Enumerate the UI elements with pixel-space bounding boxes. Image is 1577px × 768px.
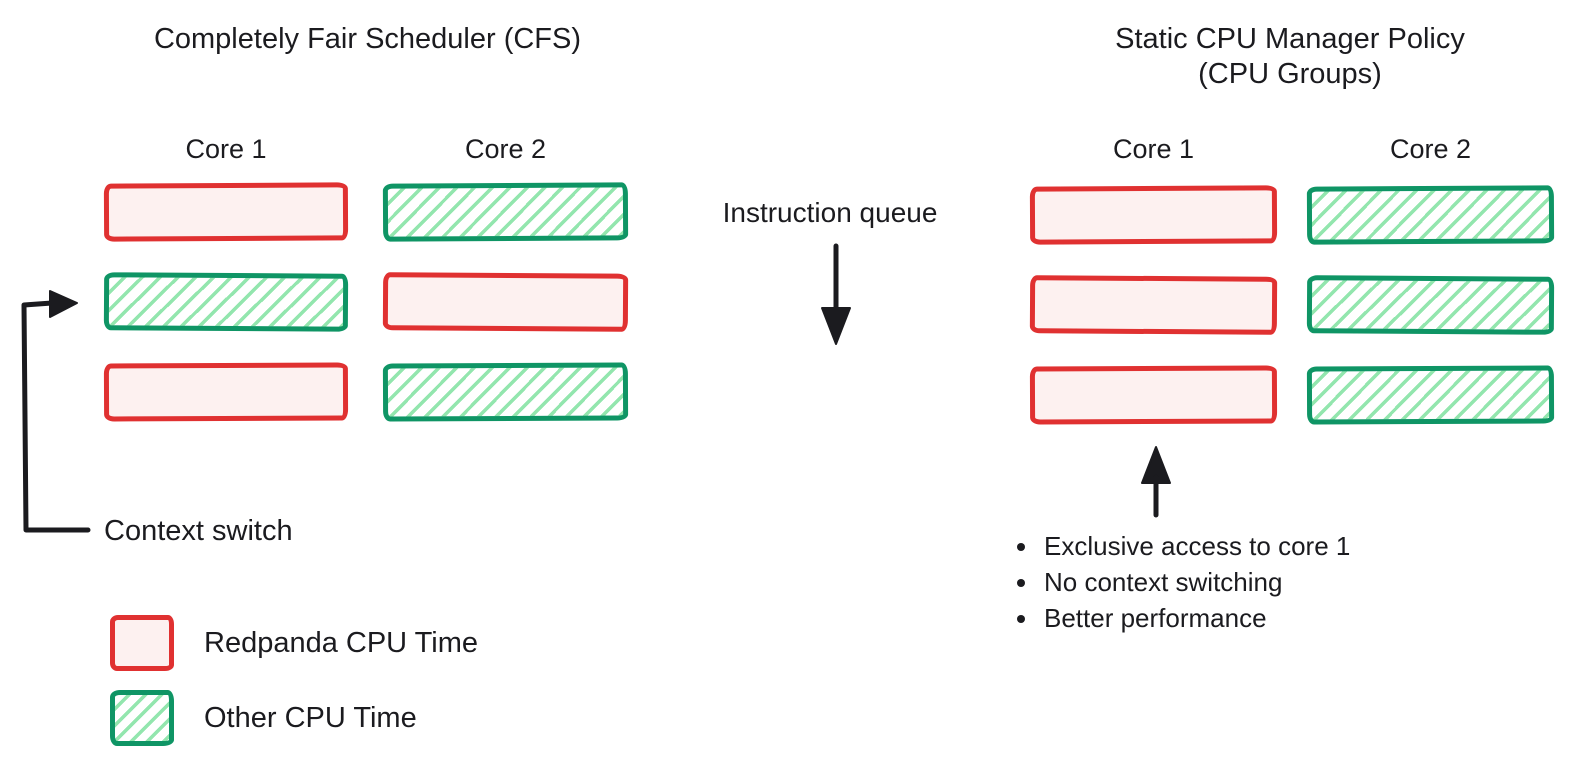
- cpu-slot-other: [382, 362, 629, 422]
- instruction-queue-label: Instruction queue: [722, 197, 938, 228]
- bullet-item: Exclusive access to core 1: [1040, 528, 1350, 564]
- cfs-core2-column: [382, 182, 629, 422]
- static-core2-column: [1306, 185, 1555, 425]
- cpu-slot-other: [1306, 365, 1555, 425]
- static-core1-column: [1029, 185, 1278, 425]
- legend-label-redpanda: Redpanda CPU Time: [204, 626, 479, 659]
- static-core2-label: Core 2: [1389, 134, 1472, 164]
- cpu-slot-other: [1306, 275, 1555, 335]
- static-policy-bullets: Exclusive access to core 1No context swi…: [1012, 528, 1350, 636]
- legend-swatch-redpanda: [110, 615, 174, 671]
- cpu-slot-other: [382, 182, 629, 242]
- cfs-core2-label: Core 2: [464, 134, 547, 164]
- legend-label-other: Other CPU Time: [204, 701, 417, 734]
- cpu-slot-redpanda: [382, 272, 629, 332]
- context-switch-arrow: [21, 290, 91, 533]
- cpu-slot-other: [1306, 185, 1555, 245]
- cpu-slot-redpanda: [1029, 365, 1278, 425]
- static-policy-title-line1: Static CPU Manager Policy: [1115, 23, 1465, 55]
- legend-item-redpanda: Redpanda CPU Time: [110, 615, 478, 671]
- legend-swatch-other: [110, 690, 174, 746]
- cpu-slot-redpanda: [103, 362, 349, 422]
- cpu-slot-redpanda: [103, 182, 349, 242]
- bullet-item: No context switching: [1040, 564, 1350, 600]
- exclusive-access-up-arrow: [1141, 446, 1171, 518]
- legend-item-other: Other CPU Time: [110, 690, 417, 746]
- bullet-item: Better performance: [1040, 600, 1350, 636]
- cfs-core1-label: Core 1: [185, 134, 267, 164]
- static-policy-title-line2: (CPU Groups): [1198, 58, 1382, 90]
- instruction-queue-down-arrow: [821, 243, 851, 345]
- static-core1-label: Core 1: [1112, 134, 1195, 164]
- cfs-core1-column: [103, 182, 349, 422]
- cfs-title: Completely Fair Scheduler (CFS): [153, 23, 582, 55]
- cpu-slot-other: [103, 272, 349, 332]
- cpu-slot-redpanda: [1029, 185, 1278, 245]
- context-switch-label: Context switch: [104, 515, 293, 547]
- cpu-slot-redpanda: [1029, 275, 1278, 335]
- static-policy-title: Static CPU Manager Policy (CPU Groups): [1020, 22, 1560, 92]
